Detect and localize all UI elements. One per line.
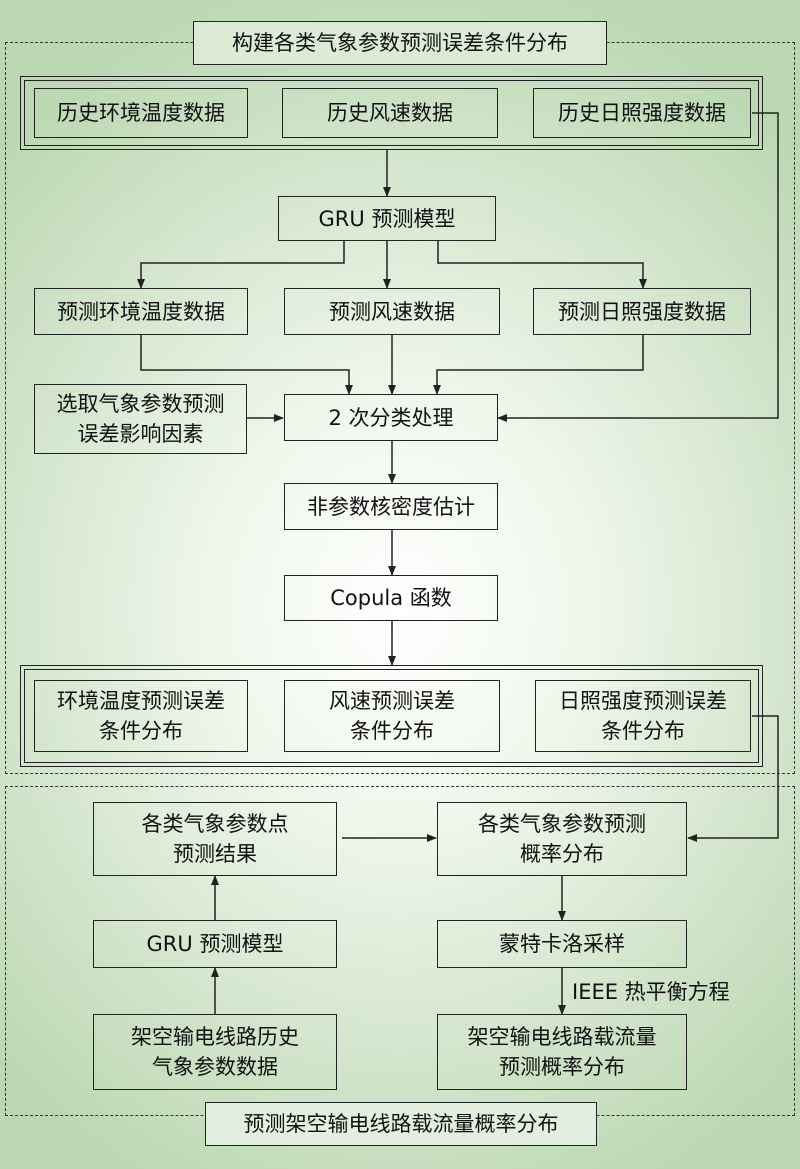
arrow-pred-temp-to-classify [140,335,353,395]
predicted-wind-node: 预测风速数据 [284,288,500,335]
predicted-sunlight-node: 预测日照强度数据 [533,288,751,335]
line-history-data-node: 架空输电线路历史 气象参数数据 [93,1014,337,1090]
arrow-dist-to-prob [687,715,779,842]
predicted-temperature-node: 预测环境温度数据 [34,288,248,335]
historical-temperature-node: 历史环境温度数据 [34,88,248,138]
kernel-density-node: 非参数核密度估计 [284,483,498,530]
arrow-gru-to-pred-sun [437,241,647,289]
temperature-error-distribution-node: 环境温度预测误差 条件分布 [34,680,248,752]
secondary-classification-node: 2 次分类处理 [284,394,498,441]
historical-inputs-group [20,76,763,150]
error-factors-node: 选取气象参数预测 误差影响因素 [34,384,247,454]
copula-function-node: Copula 函数 [284,575,498,621]
bottom-section-title: 预测架空输电线路载流量概率分布 [205,1102,597,1146]
historical-wind-node: 历史风速数据 [282,88,498,138]
wind-error-distribution-node: 风速预测误差 条件分布 [284,680,500,752]
ampacity-distribution-node: 架空输电线路载流量 预测概率分布 [437,1014,687,1090]
arrow-hist-sun-to-classify [497,112,779,422]
gru-model-top-node: GRU 预测模型 [278,196,496,241]
gru-model-bottom-node: GRU 预测模型 [93,920,337,968]
conditional-distribution-group [20,665,763,767]
arrow-gru-to-pred-temp [137,241,345,289]
sunlight-error-distribution-node: 日照强度预测误差 条件分布 [535,680,751,752]
probability-forecast-node: 各类气象参数预测 概率分布 [437,802,687,876]
point-forecast-node: 各类气象参数点 预测结果 [93,802,337,876]
top-section-title: 构建各类气象参数预测误差条件分布 [193,21,607,65]
ieee-heat-balance-label: IEEE 热平衡方程 [572,980,730,1004]
arrow-pred-sun-to-classify [433,335,644,395]
monte-carlo-node: 蒙特卡洛采样 [437,920,687,968]
historical-sunlight-node: 历史日照强度数据 [533,88,751,138]
